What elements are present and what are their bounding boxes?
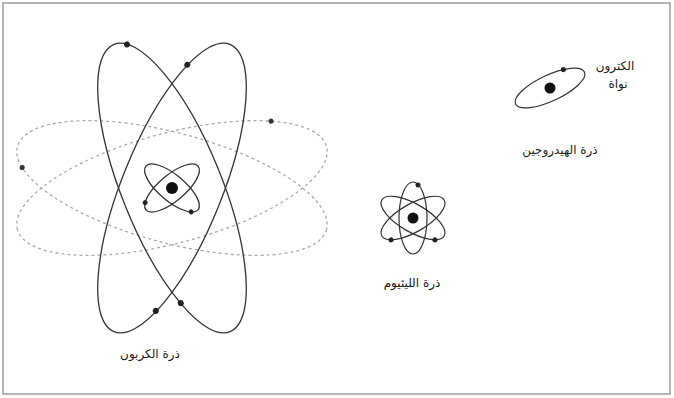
frame: [3, 3, 670, 394]
hydrogen-atom: [510, 60, 590, 116]
nucleus-label: نواة: [606, 77, 629, 91]
carbon-atom: [3, 26, 341, 351]
lithium-atom: [375, 182, 451, 254]
atom-caption: ذرة الليثيوم: [382, 276, 443, 290]
atom-caption: ذرة الهيدروجين: [520, 143, 599, 157]
atom-caption: ذرة الكربون: [118, 347, 182, 361]
electron-label: الكترون: [594, 59, 636, 73]
